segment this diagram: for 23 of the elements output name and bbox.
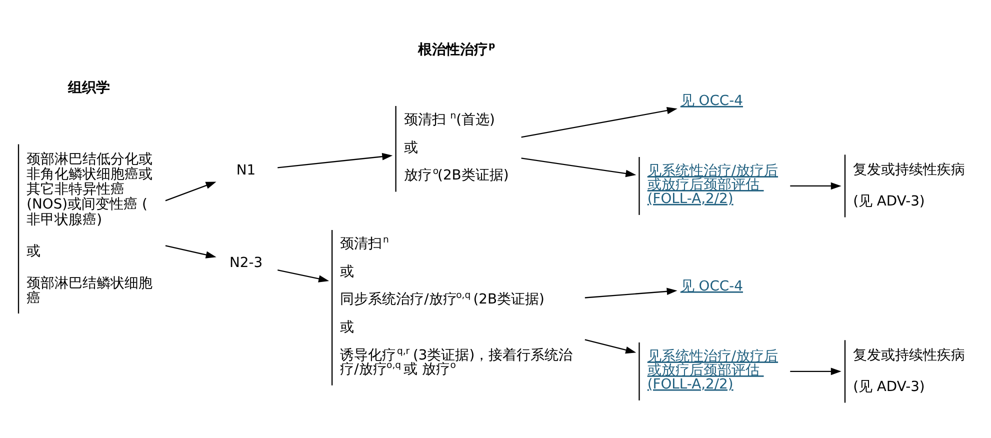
node-text: 见 OCC-4 xyxy=(680,278,743,294)
arrow xyxy=(165,245,216,258)
arrow xyxy=(278,269,330,282)
arrow xyxy=(584,339,636,354)
node-text: 见 OCC-4 xyxy=(680,92,743,109)
label: 组织学 xyxy=(68,80,110,96)
node-text: 见系统性治疗/放疗后或放疗后颈部评估 (FOLL-A,2/2) xyxy=(647,348,778,392)
node-text: N2-3 xyxy=(229,255,263,272)
node-text: 见系统性治疗/放疗后或放疗后颈部评估 (FOLL-A,2/2) xyxy=(647,163,778,207)
node-text: N1 xyxy=(236,162,256,178)
arrow xyxy=(521,158,636,178)
node-text: 颈清扫 $^{n}$(首选) 或 放疗$^{o}$(2B类证据) xyxy=(404,110,509,184)
arrow xyxy=(165,182,216,202)
node-text: 颈部淋巴结低分化或非角化鳞状细胞癌或其它非特异性癌 (NOS)或间变性癌 (非甲状腺癌) 或 颈部淋巴结鳞状细胞癌 xyxy=(26,151,153,306)
arrow xyxy=(521,106,678,138)
arrow xyxy=(790,368,842,376)
node-text: 复发或持续性疾病 (见 ADV-3) xyxy=(853,347,966,396)
arrow xyxy=(278,152,393,168)
arrow xyxy=(584,288,678,298)
label: 根治性治疗$^{p}$ xyxy=(418,40,496,58)
node-text: 复发或持续性疾病 (见 ADV-3) xyxy=(853,162,966,210)
node-text: 颈清扫$^{n}$ 或 同步系统治疗/放疗$^{o,q}$ (2B类证据) 或 诱导化疗$^{q,r}$ (3类证据)，接着行系统治疗/放疗$^{o,q}$ 或 放疗$^{o}$ xyxy=(340,234,573,378)
arrow xyxy=(790,182,842,190)
